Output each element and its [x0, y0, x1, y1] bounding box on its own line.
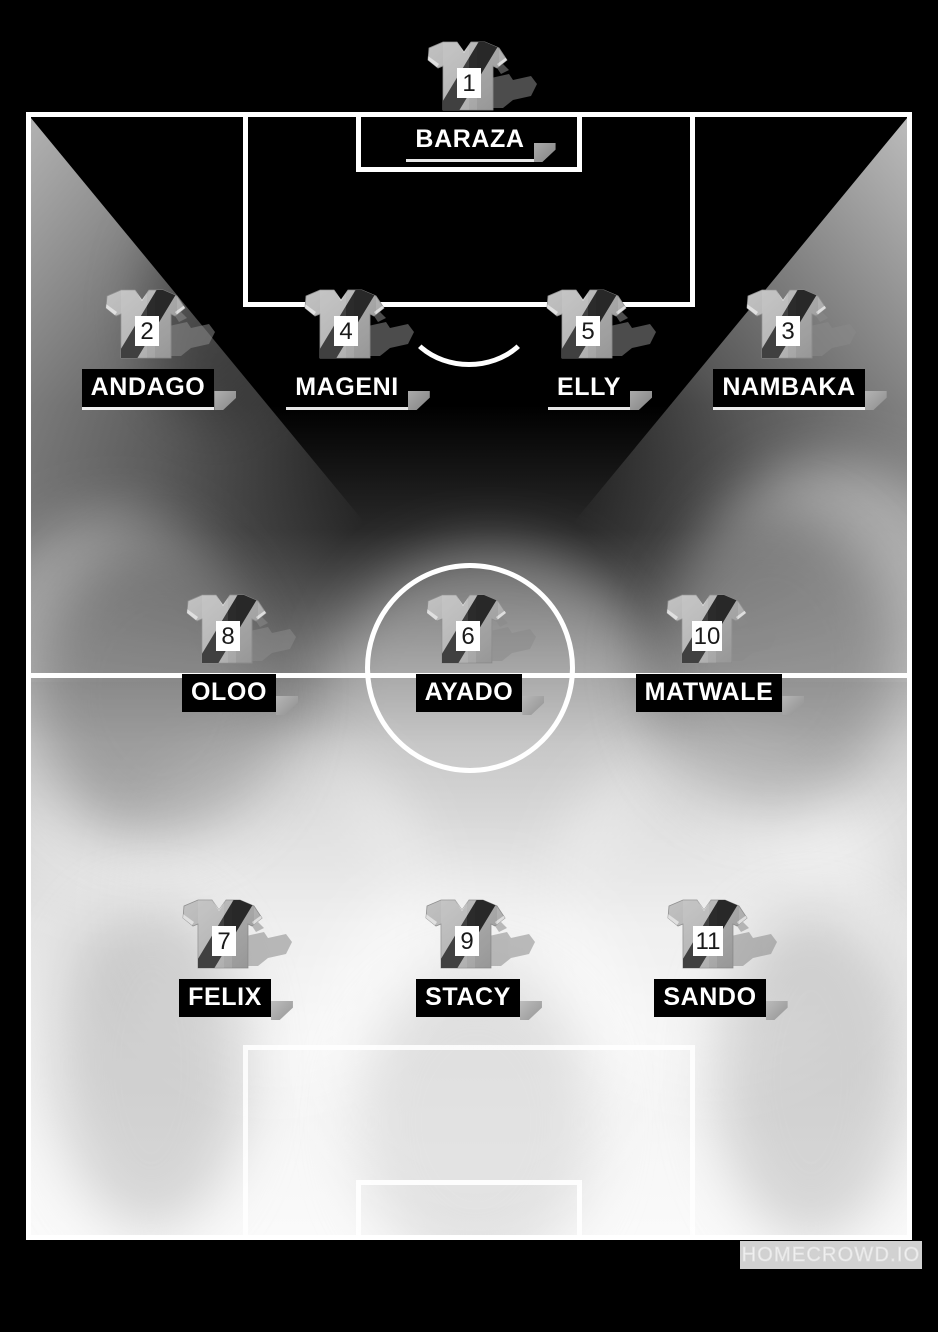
jersey-shadow — [728, 617, 776, 661]
player-marker[interactable]: 9 STACY — [383, 896, 553, 1017]
player-jersey[interactable]: 10 — [624, 591, 794, 687]
player-name-tag[interactable]: OLOO — [181, 674, 276, 712]
player-jersey[interactable]: 4 — [262, 286, 432, 382]
heat-coolspot — [716, 912, 906, 1240]
watermark-label: HOMECROWD.IO — [741, 1244, 921, 1267]
player-name-tag[interactable]: MATWALE — [635, 674, 783, 712]
player-jersey[interactable]: 9 — [383, 896, 553, 992]
jersey-number-box — [457, 68, 481, 98]
jersey-number-box — [692, 621, 722, 651]
player-name-tag[interactable]: BARAZA — [406, 121, 534, 159]
jersey-shadow — [808, 312, 856, 356]
player-jersey[interactable]: 11 — [625, 896, 795, 992]
player-jersey[interactable]: 3 — [704, 286, 874, 382]
player-marker[interactable]: 11 SANDO — [625, 896, 795, 1017]
jersey-number: 6 — [461, 623, 474, 650]
player-name-tag[interactable]: SANDO — [654, 979, 766, 1017]
jersey-shadow — [487, 922, 535, 966]
jersey-shadow — [729, 922, 777, 966]
jersey-icon: 5 — [546, 289, 656, 359]
jersey-icon: 6 — [426, 594, 536, 664]
jersey-number-box — [455, 926, 479, 956]
jersey-icon: 11 — [667, 899, 777, 969]
watermark: HOMECROWD.IO — [740, 1241, 922, 1269]
goal-area-bottom — [356, 1180, 582, 1240]
jersey-number: 2 — [140, 318, 153, 345]
jersey-number: 5 — [581, 318, 594, 345]
jersey-shadow — [167, 312, 215, 356]
jersey-number-box — [776, 316, 800, 346]
player-marker[interactable]: 5 ELLY — [504, 286, 674, 407]
jersey-number: 3 — [781, 318, 794, 345]
player-marker[interactable]: 2 ANDAGO — [63, 286, 233, 407]
jersey-shadow — [488, 617, 536, 661]
player-name-tag[interactable]: FELIX — [179, 979, 271, 1017]
jersey-icon: 7 — [182, 899, 292, 969]
player-marker[interactable]: 8 OLOO — [144, 591, 314, 712]
player-marker[interactable]: 6 AYADO — [384, 591, 554, 712]
jersey-shadow — [366, 312, 414, 356]
jersey-number-box — [693, 926, 723, 956]
player-name-tag[interactable]: ANDAGO — [81, 369, 215, 407]
player-name-tag[interactable]: AYADO — [415, 674, 523, 712]
touchline-left — [26, 112, 31, 1240]
jersey-shadow — [248, 617, 296, 661]
jersey-number-box — [456, 621, 480, 651]
player-name-tag[interactable]: MAGENI — [286, 369, 408, 407]
player-jersey[interactable]: 8 — [144, 591, 314, 687]
jersey-number-box — [135, 316, 159, 346]
goal-area-top — [356, 112, 582, 172]
jersey-icon: 10 — [666, 594, 776, 664]
jersey-icon: 4 — [304, 289, 414, 359]
player-name-tag[interactable]: NAMBAKA — [713, 369, 865, 407]
jersey-shadow — [244, 922, 292, 966]
jersey-number: 10 — [694, 623, 721, 650]
jersey-number-box — [334, 316, 358, 346]
goal-line-top — [26, 112, 912, 117]
player-marker[interactable]: 3 NAMBAKA — [704, 286, 874, 407]
goal-line-bottom — [26, 1235, 912, 1240]
jersey-number-box — [576, 316, 600, 346]
jersey-number: 11 — [696, 928, 721, 955]
jersey-number: 9 — [460, 928, 473, 955]
player-jersey[interactable]: 7 — [140, 896, 310, 992]
player-marker[interactable]: 4 MAGENI — [262, 286, 432, 407]
player-marker[interactable]: 1 BARAZA — [385, 38, 555, 159]
jersey-icon: 1 — [427, 41, 537, 111]
jersey-shadow — [608, 312, 656, 356]
jersey-icon: 9 — [425, 899, 535, 969]
player-name-tag[interactable]: STACY — [416, 979, 520, 1017]
jersey-number: 8 — [221, 623, 234, 650]
jersey-number-box — [212, 926, 236, 956]
touchline-right — [907, 112, 912, 1240]
jersey-number: 1 — [462, 70, 475, 97]
player-jersey[interactable]: 1 — [385, 38, 555, 134]
player-jersey[interactable]: 2 — [63, 286, 233, 382]
player-marker[interactable]: 7 FELIX — [140, 896, 310, 1017]
jersey-number: 7 — [217, 928, 230, 955]
penalty-arc-top — [399, 247, 539, 367]
center-circle — [365, 563, 575, 773]
player-name-tag[interactable]: ELLY — [548, 369, 630, 407]
jersey-icon: 2 — [105, 289, 215, 359]
player-marker[interactable]: 10 MATWALE — [624, 591, 794, 712]
player-jersey[interactable]: 6 — [384, 591, 554, 687]
jersey-number: 4 — [339, 318, 352, 345]
jersey-number-box — [216, 621, 240, 651]
jersey-shadow — [489, 64, 537, 108]
jersey-icon: 3 — [746, 289, 856, 359]
jersey-icon: 8 — [186, 594, 296, 664]
player-jersey[interactable]: 5 — [504, 286, 674, 382]
